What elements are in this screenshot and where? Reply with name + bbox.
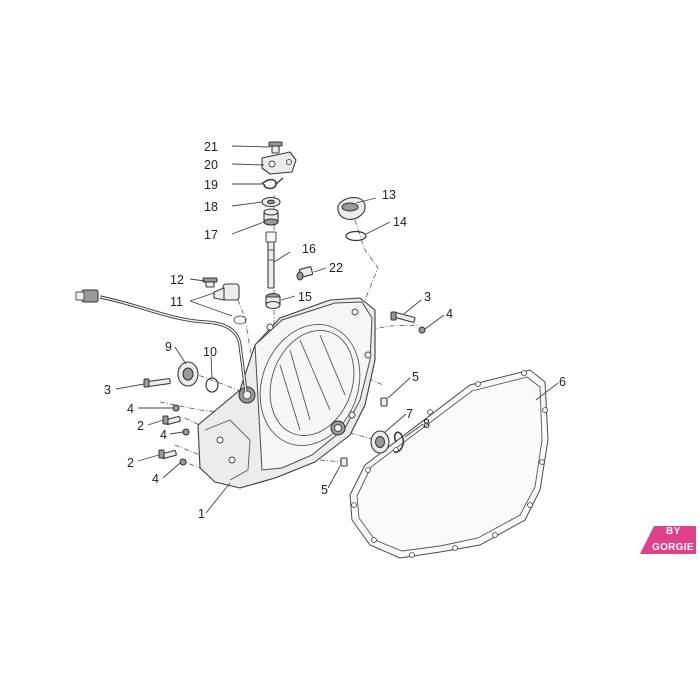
plug-13-part (337, 197, 366, 220)
bolt-3-right-part (390, 311, 416, 323)
callout-9: 9 (165, 340, 172, 354)
callout-3-left: 3 (104, 383, 111, 397)
leader-lines (115, 145, 559, 514)
washers-4-parts (172, 326, 426, 466)
logo-text-line2: GORGIE (652, 542, 694, 553)
callout-7: 7 (406, 407, 413, 421)
callout-16: 16 (302, 242, 316, 256)
callout-11: 11 (170, 295, 183, 309)
callout-15: 15 (298, 290, 312, 304)
clutch-cover-part (197, 297, 376, 489)
bolt-2-upper-part (162, 415, 181, 426)
callout-18: 18 (204, 200, 218, 214)
callout-4-b: 4 (160, 428, 167, 442)
callout-10: 10 (203, 345, 217, 359)
callout-5-upper: 5 (412, 370, 419, 384)
callout-21: 21 (204, 140, 218, 154)
screw-12-part (202, 277, 218, 288)
callout-3-right: 3 (424, 290, 431, 304)
by-gorgie-logo (640, 526, 696, 554)
shaft-stack-parts (261, 141, 297, 310)
logo-text-line1: BY (666, 526, 681, 537)
callout-22: 22 (329, 261, 343, 275)
gasket-inner-edge (356, 376, 543, 552)
callout-17: 17 (204, 228, 218, 242)
o-ring-14-part (345, 230, 367, 242)
callout-2-lower: 2 (127, 456, 134, 470)
callout-12: 12 (170, 273, 184, 287)
callout-4-c: 4 (152, 472, 159, 486)
callout-4-a: 4 (127, 402, 134, 416)
callout-6: 6 (559, 375, 566, 389)
callout-19: 19 (204, 178, 218, 192)
callout-4-d: 4 (446, 307, 453, 321)
dowels-5-parts (340, 397, 388, 467)
callout-8: 8 (423, 417, 430, 431)
callout-20: 20 (204, 158, 218, 172)
callout-5-lower: 5 (321, 483, 328, 497)
callout-13: 13 (382, 188, 396, 202)
sensor-cable-part (75, 283, 248, 393)
bolt-3-left-part (143, 378, 171, 388)
seal-7-part (370, 430, 390, 454)
gasket-bolt-holes (351, 370, 548, 558)
pin-22-part (296, 266, 314, 281)
callout-labels: 21 20 19 18 17 16 22 15 12 11 13 14 9 10… (104, 140, 566, 521)
callout-1: 1 (198, 507, 205, 521)
gasket-part (349, 369, 549, 559)
cap-9-part (177, 361, 199, 387)
callout-2-upper: 2 (137, 419, 144, 433)
callout-14: 14 (393, 215, 407, 229)
bolt-2-lower-part (158, 449, 177, 460)
circlip-8-part (393, 431, 405, 454)
